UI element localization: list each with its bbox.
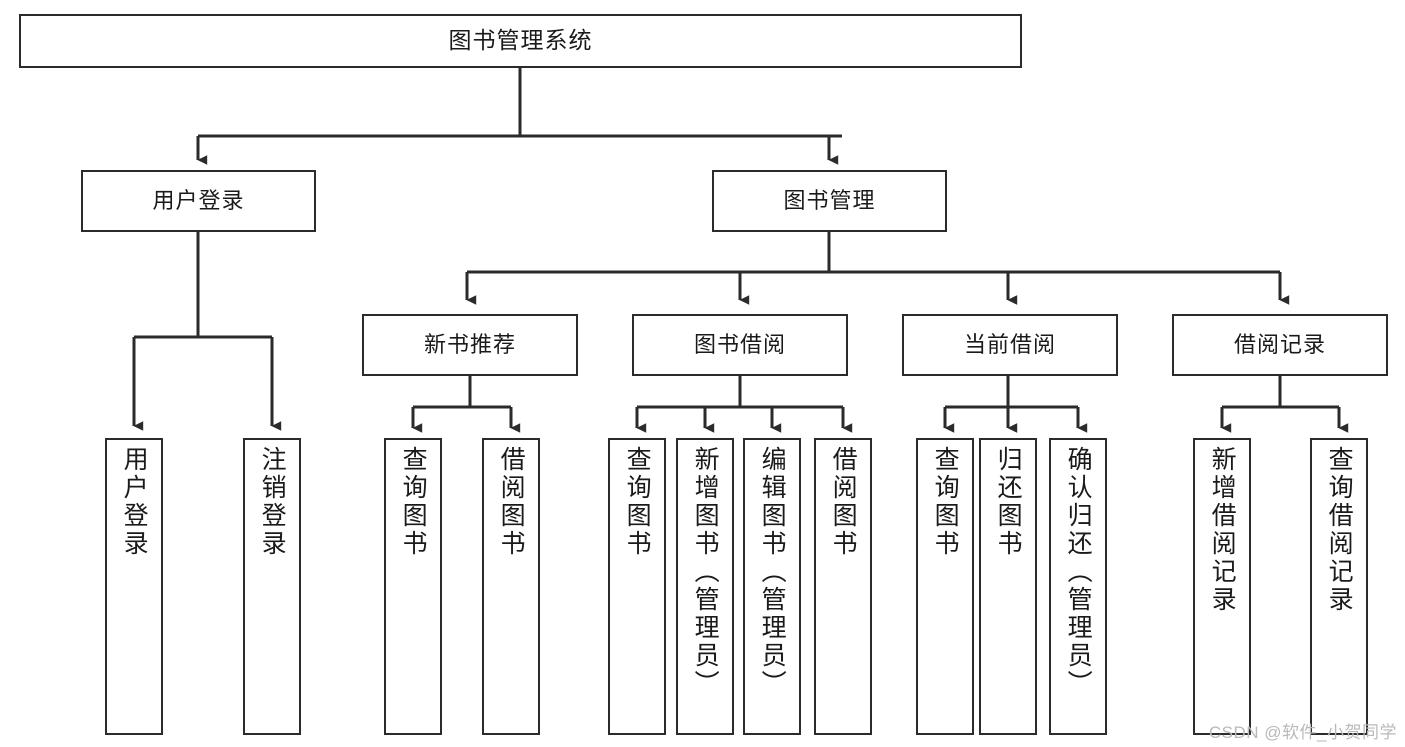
- node-label: 用户登录: [152, 187, 245, 213]
- node-book-borrow[interactable]: 图书借阅: [632, 314, 848, 376]
- leaf-label: 注销登录: [258, 446, 287, 558]
- leaf-current-borrow-1[interactable]: 归还图书: [979, 438, 1037, 735]
- leaf-borrow-record-1[interactable]: 查询借阅记录: [1310, 438, 1368, 735]
- leaf-new-book-rec-1[interactable]: 借阅图书: [482, 438, 540, 735]
- leaf-label: 用户登录: [120, 446, 149, 558]
- leaf-label: 查询图书: [623, 446, 652, 558]
- leaf-borrow-record-0[interactable]: 新增借阅记录: [1193, 438, 1251, 735]
- leaf-label: 新增借阅记录: [1208, 446, 1237, 614]
- leaf-label: 借阅图书: [829, 446, 858, 558]
- leaf-label: 查询图书: [931, 446, 960, 558]
- leaf-book-borrow-0[interactable]: 查询图书: [608, 438, 666, 735]
- node-label: 图书管理系统: [448, 27, 593, 54]
- node-user-login[interactable]: 用户登录: [81, 170, 316, 232]
- node-new-book-recommend[interactable]: 新书推荐: [362, 314, 578, 376]
- node-borrow-record[interactable]: 借阅记录: [1172, 314, 1388, 376]
- leaf-new-book-rec-0[interactable]: 查询图书: [384, 438, 442, 735]
- leaf-book-borrow-2[interactable]: 编辑图书（管理员）: [743, 438, 801, 735]
- node-label: 新书推荐: [423, 331, 516, 357]
- leaf-book-borrow-3[interactable]: 借阅图书: [814, 438, 872, 735]
- node-label: 当前借阅: [963, 331, 1056, 357]
- node-book-manage[interactable]: 图书管理: [712, 170, 947, 232]
- leaf-label: 归还图书: [994, 446, 1023, 558]
- leaf-book-borrow-1[interactable]: 新增图书（管理员）: [676, 438, 734, 735]
- node-current-borrow[interactable]: 当前借阅: [902, 314, 1118, 376]
- leaf-user-login-1[interactable]: 注销登录: [243, 438, 301, 735]
- node-label: 图书管理: [783, 187, 876, 213]
- leaf-label: 新增图书（管理员）: [691, 446, 720, 698]
- leaf-label: 确认归还（管理员）: [1064, 446, 1093, 698]
- leaf-label: 借阅图书: [497, 446, 526, 558]
- node-label: 借阅记录: [1233, 331, 1326, 357]
- leaf-current-borrow-0[interactable]: 查询图书: [916, 438, 974, 735]
- leaf-user-login-0[interactable]: 用户登录: [105, 438, 163, 735]
- watermark-text: CSDN @软件_小贺同学: [1208, 723, 1397, 742]
- node-label: 图书借阅: [693, 331, 786, 357]
- leaf-label: 查询借阅记录: [1325, 446, 1354, 614]
- leaf-label: 查询图书: [399, 446, 428, 558]
- node-root-system[interactable]: 图书管理系统: [19, 14, 1022, 68]
- leaf-current-borrow-2[interactable]: 确认归还（管理员）: [1049, 438, 1107, 735]
- leaf-label: 编辑图书（管理员）: [758, 446, 787, 698]
